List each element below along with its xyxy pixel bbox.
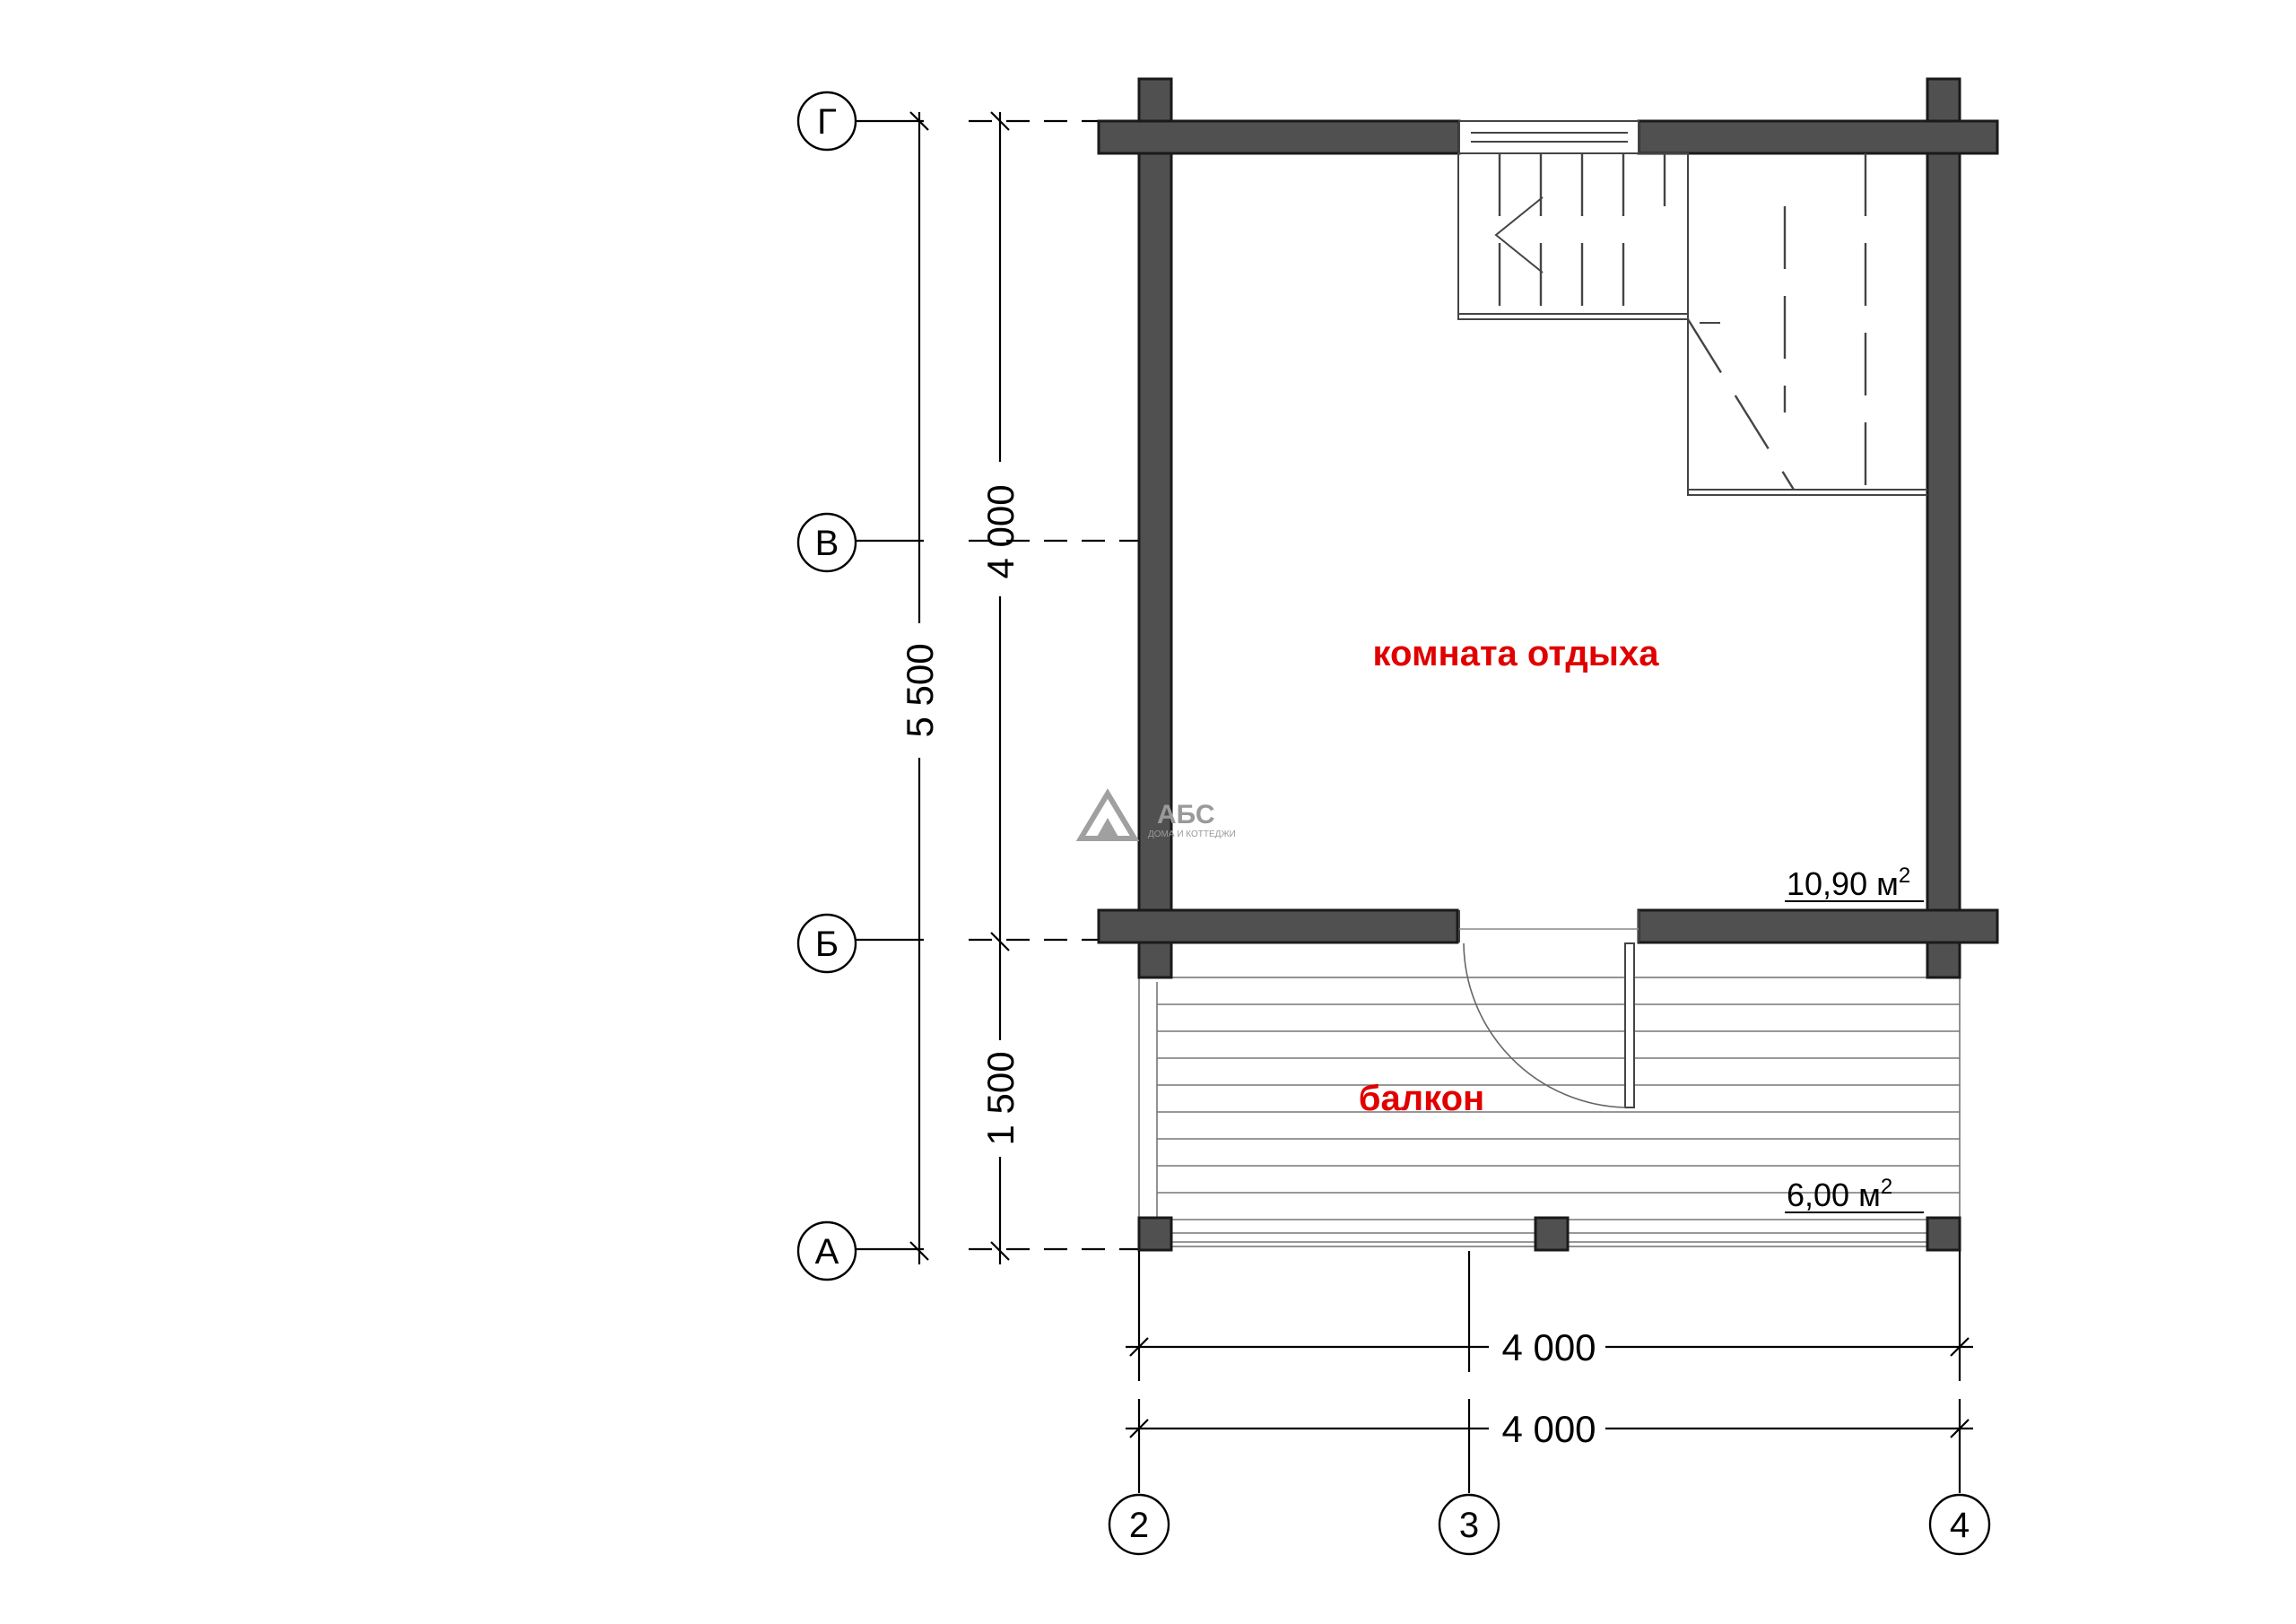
room-name-balcony: балкон [1359,1079,1484,1118]
room-labels: комната отдыха балкон 10,90 м2 6,00 м2 [1359,634,1924,1213]
axis-label-v: В [815,524,839,563]
area-sup: 2 [1881,1175,1892,1199]
walls [1097,77,1999,979]
row-axes: Г В Б А [796,91,1139,1281]
tick [990,932,1010,951]
top-window [1458,120,1639,154]
axis-bubble-4 [1928,1493,1991,1556]
stair-flight-upper [1457,152,1689,320]
balcony-door [1458,910,1639,1108]
wall-left [1137,77,1173,979]
window-frame [1458,120,1639,154]
tick [1950,1337,1970,1357]
axis-bubble-g [796,91,857,152]
axis-label-b: Б [815,925,839,964]
area-sup: 2 [1899,864,1910,888]
logo-watermark: АБС ДОМА И КОТТЕДЖИ [1075,788,1236,841]
axis-bubble-b [796,913,857,974]
posts [1137,1216,1961,1252]
tick [909,1241,929,1261]
dim-upper-height: 4 000 [979,484,1022,578]
logo-icon-inner [1096,818,1119,838]
axis-bubble-v [796,512,857,573]
axis-label-4: 4 [1950,1506,1970,1545]
tick [1129,1337,1149,1357]
logo-subtitle: ДОМА И КОТТЕДЖИ [1148,829,1236,839]
wall-right [1926,77,1961,979]
area-value: 6,00 м [1787,1177,1881,1213]
axis-label-a: А [815,1232,839,1272]
door-leaf [1624,942,1635,1108]
axis-bubble-a [796,1220,857,1281]
wall-top-left [1097,119,1461,155]
staircase [1457,152,1927,496]
door-swing [1463,942,1626,1108]
tick [990,111,1010,131]
axis-label-g: Г [817,102,837,142]
stair-direction-arrow [1494,196,1544,274]
dim-width-upper: 4 000 [1501,1326,1596,1368]
wall-bottom-right [1637,908,1999,944]
wall-bottom-left [1097,908,1459,944]
dim-width-lower: 4 000 [1501,1408,1596,1450]
area-value: 10,90 м [1787,865,1899,902]
tick [990,1241,1010,1261]
post-middle [1534,1216,1570,1252]
post-right [1926,1216,1961,1252]
room-area-balcony: 6,00 м2 [1787,1175,1892,1213]
axis-bubble-3 [1438,1493,1500,1556]
wall-top-right [1637,119,1999,155]
axis-label-3: 3 [1459,1506,1479,1545]
axis-bubble-2 [1108,1493,1170,1556]
vertical-dimensions: 5 500 4 000 1 500 [899,111,1022,1264]
dim-lower-height: 1 500 [979,1051,1022,1145]
room-area-rest: 10,90 м2 [1787,864,1910,902]
room-name-rest: комната отдыха [1373,634,1660,673]
stair-diagonal [1686,318,1796,491]
post-left [1137,1216,1173,1252]
axis-label-2: 2 [1129,1506,1149,1545]
stair-landing [1687,319,1927,496]
dim-total-height: 5 500 [899,643,941,737]
logo-text: АБС [1157,800,1215,829]
horizontal-dimensions: 4 000 4 000 2 3 4 [1108,1251,1991,1556]
